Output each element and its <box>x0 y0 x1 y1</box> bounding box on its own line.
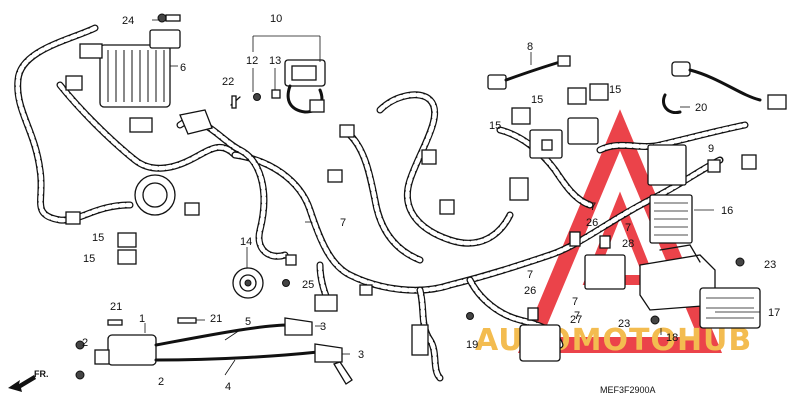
callout-10: 10 <box>270 13 282 25</box>
ecu-16 <box>647 144 693 244</box>
front-direction-indicator: FR. <box>8 369 49 392</box>
connector-block-17 <box>699 287 761 329</box>
sub-harness-8 <box>487 55 571 90</box>
callout-25: 25 <box>302 279 314 291</box>
callout-7-b: 7 <box>590 201 596 213</box>
callout-2-a: 2 <box>82 337 88 349</box>
callout-23-a: 23 <box>764 259 776 271</box>
callout-8: 8 <box>527 41 533 53</box>
bolts-23 <box>650 257 745 325</box>
callout-15-a: 15 <box>531 94 543 106</box>
callout-7-d: 7 <box>527 269 533 281</box>
callout-2-b: 2 <box>158 376 164 388</box>
callout-7-c: 7 <box>625 222 631 234</box>
callout-15-c: 15 <box>489 120 501 132</box>
clip-20 <box>662 61 787 115</box>
ignition-coil-1 <box>75 334 157 380</box>
callout-7-e: 7 <box>572 296 578 308</box>
callout-19: 19 <box>466 339 478 351</box>
callout-7-f: 7 <box>574 310 580 322</box>
callout-15-d: 15 <box>92 232 104 244</box>
callout-21-a: 21 <box>110 301 122 313</box>
callout-26-b: 26 <box>524 285 536 297</box>
callout-3-a: 3 <box>320 321 326 333</box>
diagram-code: MEF3F2900A <box>600 385 656 395</box>
front-arrow-icon <box>8 375 36 392</box>
callout-21-b: 21 <box>210 313 222 325</box>
callout-28: 28 <box>622 238 634 250</box>
lower-connector-box <box>314 294 561 362</box>
connector-9 <box>707 154 757 173</box>
bolt-24 <box>157 13 181 23</box>
callout-15-e: 15 <box>83 253 95 265</box>
horn-14 <box>232 267 264 299</box>
callout-13: 13 <box>269 55 281 67</box>
relays <box>117 83 609 265</box>
callout-20: 20 <box>695 102 707 114</box>
callout-26-a: 26 <box>586 217 598 229</box>
callout-labels: 24 6 10 12 13 22 8 15 15 15 15 15 20 9 1… <box>82 13 780 393</box>
callout-7-a: 7 <box>340 217 346 229</box>
callout-22: 22 <box>222 76 234 88</box>
callout-15-b: 15 <box>609 84 621 96</box>
callout-27: 27 <box>570 314 582 326</box>
callout-9: 9 <box>708 143 714 155</box>
fuse-block <box>527 231 626 321</box>
callout-23-b: 23 <box>618 318 630 330</box>
ecu-bracket-18 <box>639 244 716 311</box>
callout-6: 6 <box>180 62 186 74</box>
callout-18: 18 <box>666 332 678 344</box>
callout-3-b: 3 <box>358 349 364 361</box>
callout-1: 1 <box>139 313 145 325</box>
callout-4: 4 <box>225 381 231 393</box>
harness-connectors <box>65 75 529 296</box>
meter-connector-assembly <box>230 59 326 114</box>
callout-24: 24 <box>122 15 134 27</box>
relay-box-upper <box>529 117 599 159</box>
callout-16: 16 <box>721 205 733 217</box>
small-fasteners <box>231 95 474 320</box>
callout-5: 5 <box>245 316 251 328</box>
callout-14: 14 <box>240 236 252 248</box>
plug-cord-4 <box>154 343 353 385</box>
callout-17: 17 <box>768 307 780 319</box>
direction-label: FR. <box>34 369 49 379</box>
plug-cord-5 <box>154 317 313 347</box>
bolts-21 <box>107 317 197 326</box>
regulator-rectifier <box>79 29 181 133</box>
leader-lines <box>144 19 760 376</box>
callout-12: 12 <box>246 55 258 67</box>
